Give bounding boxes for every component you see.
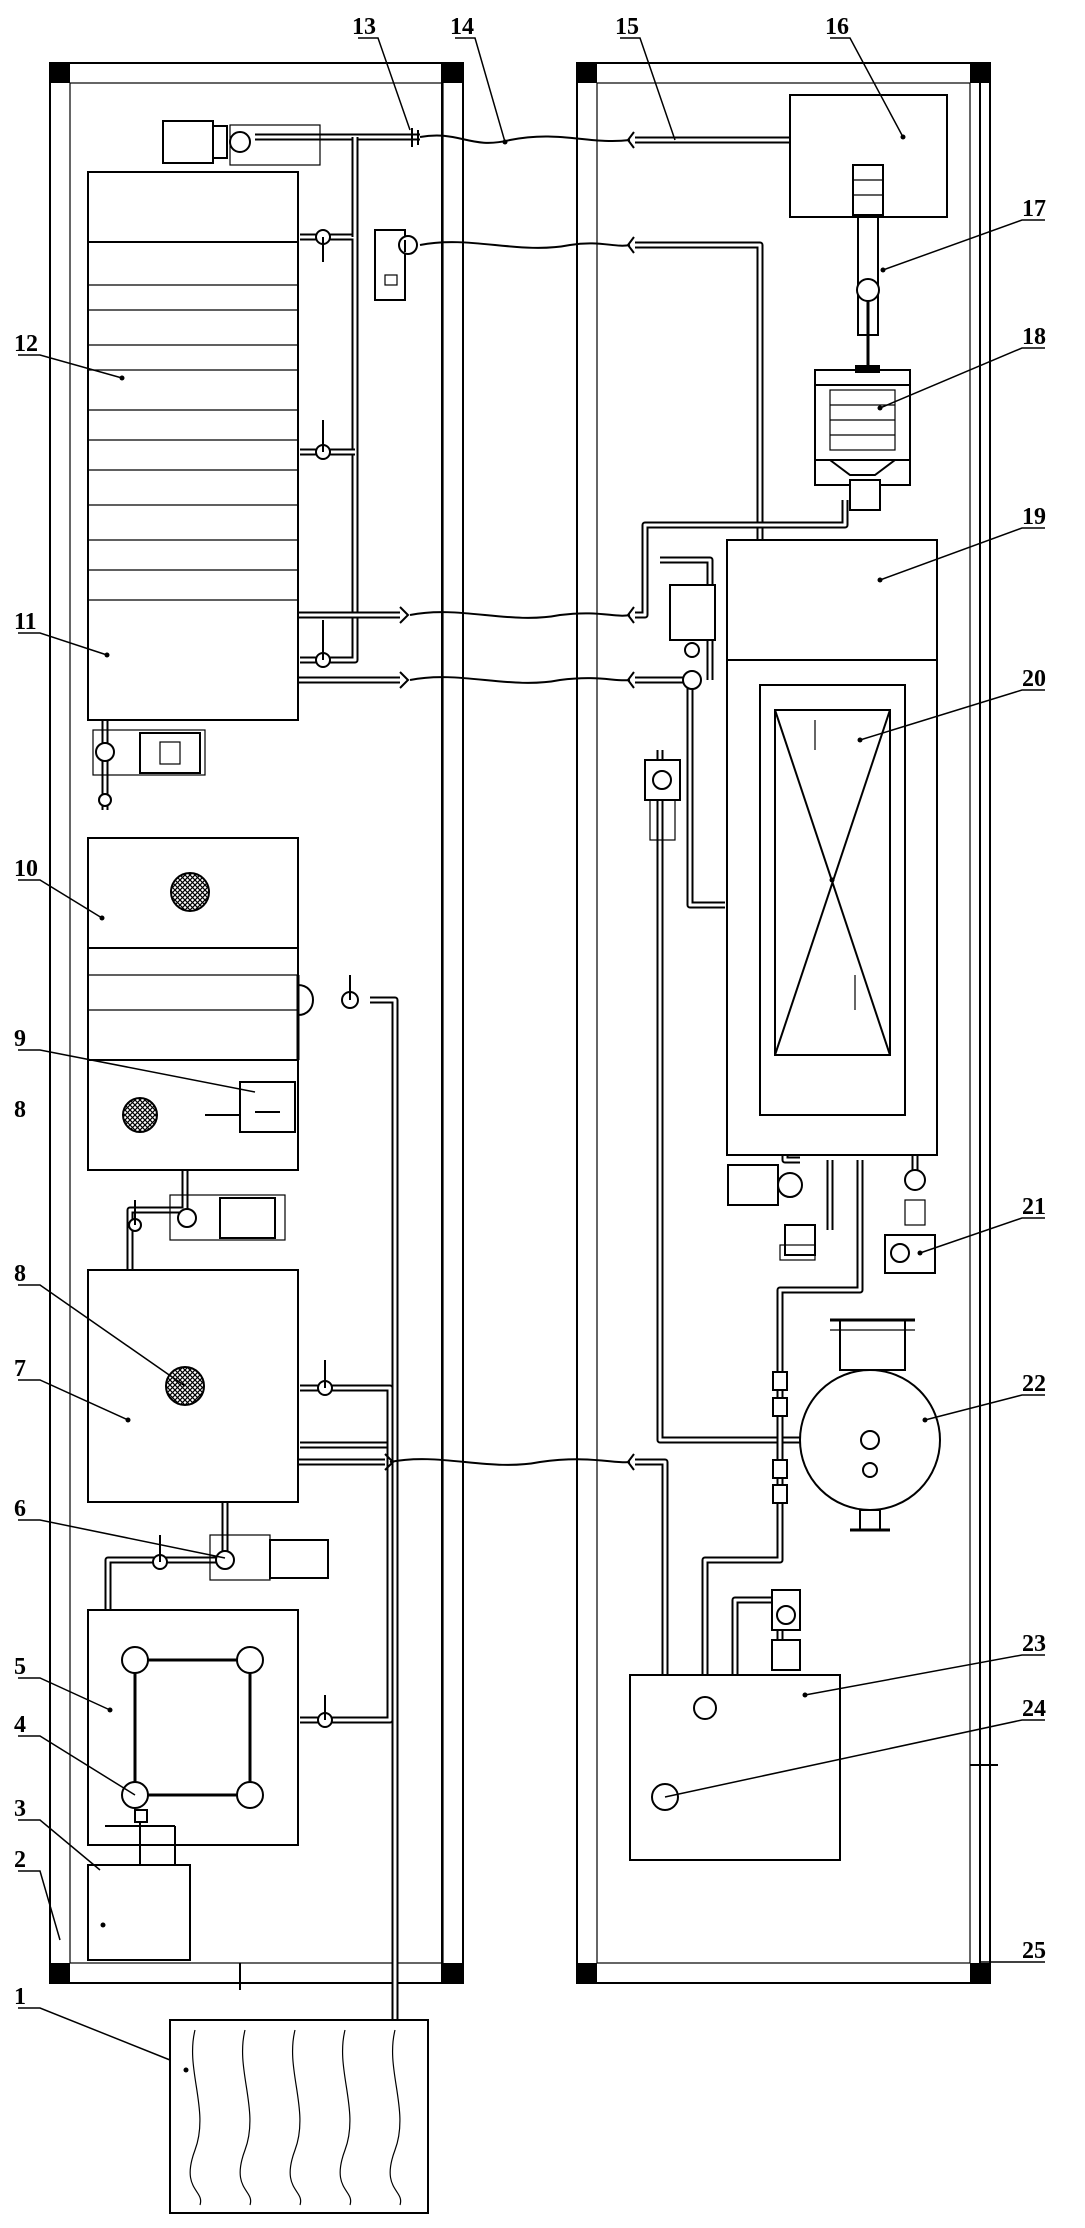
label-20: 20 [1022, 666, 1046, 692]
label-14: 14 [450, 14, 474, 40]
reactor-19-20 [726, 539, 938, 1156]
water-source-1 [169, 2019, 429, 2214]
label-8-lower: 8 [14, 1261, 26, 1287]
leader-lines [18, 37, 1045, 2061]
label-1: 1 [14, 1984, 26, 2010]
label-15: 15 [615, 14, 639, 40]
label-22: 22 [1022, 1371, 1046, 1397]
tank-7 [87, 1269, 333, 1503]
tank-11-12 [87, 171, 299, 721]
label-3: 3 [14, 1796, 26, 1822]
pump-9-7 [128, 1194, 286, 1241]
label-4: 4 [14, 1712, 26, 1738]
label-9: 9 [14, 1026, 26, 1052]
stirrer-17 [852, 164, 886, 380]
right-piping [635, 136, 919, 1730]
manifold-valves [315, 229, 331, 668]
label-7: 7 [14, 1356, 26, 1382]
pump-11-10 [92, 729, 206, 807]
label-17: 17 [1022, 196, 1046, 222]
label-6: 6 [14, 1496, 26, 1522]
label-8-upper: 8 [14, 1097, 26, 1123]
side-filter [644, 759, 681, 841]
label-5: 5 [14, 1654, 26, 1680]
label-24: 24 [1022, 1696, 1046, 1722]
label-11: 11 [14, 609, 37, 635]
label-10: 10 [14, 856, 38, 882]
label-2: 2 [14, 1847, 26, 1873]
label-23: 23 [1022, 1631, 1046, 1657]
label-12: 12 [14, 331, 38, 357]
bottom-reactor-pump [727, 1164, 816, 1261]
labels: 1 2 3 4 5 6 7 8 8 9 10 11 12 13 14 15 16… [14, 14, 1046, 2010]
pump-21 [884, 1169, 936, 1274]
tank-10 [87, 837, 359, 1171]
tank-16 [789, 94, 948, 218]
filter-press-5 [87, 1609, 333, 1865]
tank-22 [799, 1318, 941, 1532]
pump-23 [771, 1589, 801, 1671]
tank-23 [629, 1674, 841, 1861]
label-16: 16 [825, 14, 849, 40]
label-21: 21 [1022, 1194, 1046, 1220]
pump-6 [152, 1534, 329, 1581]
hoses [384, 128, 635, 1471]
reactor-pump [669, 584, 716, 690]
left-container-frame [49, 62, 464, 1990]
label-18: 18 [1022, 324, 1046, 350]
sludge-box-3 [87, 1864, 191, 1961]
label-13: 13 [352, 14, 376, 40]
valves-22 [772, 1371, 788, 1504]
small-pump-13 [374, 229, 418, 301]
top-pump [162, 120, 321, 166]
label-25: 25 [1022, 1938, 1046, 1964]
dosing-18 [814, 365, 911, 511]
label-19: 19 [1022, 504, 1046, 530]
